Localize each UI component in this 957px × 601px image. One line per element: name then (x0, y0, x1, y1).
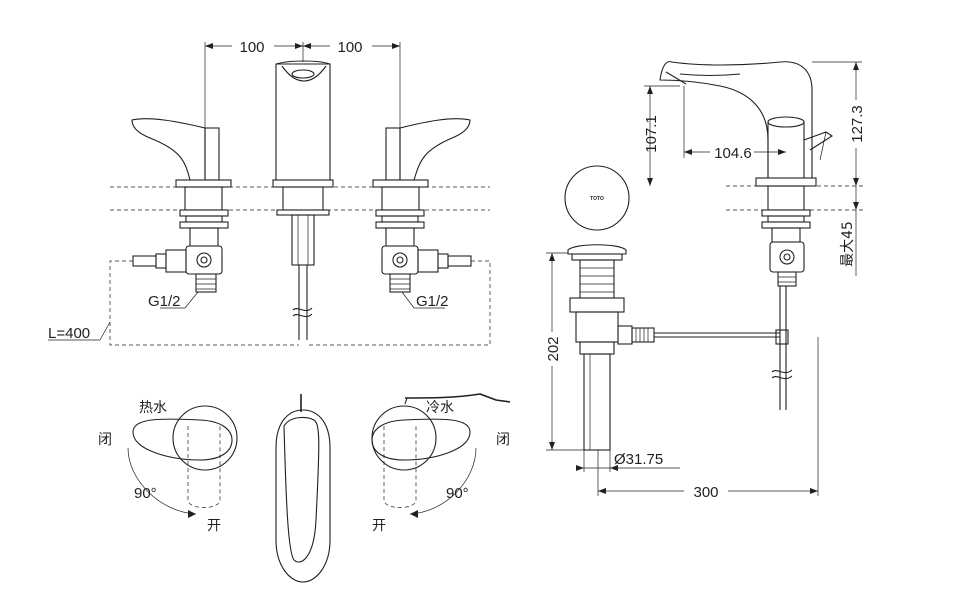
toto-logo: TOTO (590, 196, 604, 202)
close-label-right: 闭 (496, 432, 510, 448)
dim-drain-reach: 300 (693, 484, 718, 501)
plan-view: 热水 闭 90° 开 冷水 闭 90° 开 (98, 393, 511, 583)
side-view: 107.1 104.6 127.3 最大45 (643, 61, 866, 410)
hot-handle-plan: 热水 闭 90° 开 (98, 400, 238, 534)
angle-label-left: 90° (134, 485, 157, 502)
dim-drain-diameter: Ø31.75 (614, 451, 663, 468)
spout-plan (275, 394, 331, 583)
cold-handle-plan: 冷水 闭 90° 开 (371, 393, 511, 534)
dim-height-107: 107.1 (643, 115, 660, 153)
thread-label-right: G1/2 (416, 293, 449, 310)
dim-reach: 104.6 (714, 145, 752, 162)
dim-max-45: 最大45 (840, 221, 856, 267)
dim-height-127: 127.3 (849, 105, 866, 143)
angle-label-right: 90° (446, 485, 469, 502)
dim-spacing-right: 100 (337, 39, 362, 56)
hot-water-label: 热水 (139, 400, 167, 416)
cold-water-label: 冷水 (426, 400, 454, 416)
left-handle-valve (131, 118, 232, 293)
thread-label-left: G1/2 (148, 293, 181, 310)
dim-drain-height: 202 (545, 336, 562, 361)
dim-spacing-left: 100 (239, 39, 264, 56)
hose-length-label: L=400 (48, 325, 90, 342)
close-label-left: 闭 (98, 432, 112, 448)
open-label-right: 开 (372, 518, 386, 534)
front-view: 100 100 (48, 37, 491, 346)
center-spout (272, 60, 334, 340)
pop-up-drain: TOTO 202 Ø31.7 (543, 165, 819, 501)
open-label-left: 开 (207, 518, 221, 534)
right-handle-valve (372, 118, 472, 293)
